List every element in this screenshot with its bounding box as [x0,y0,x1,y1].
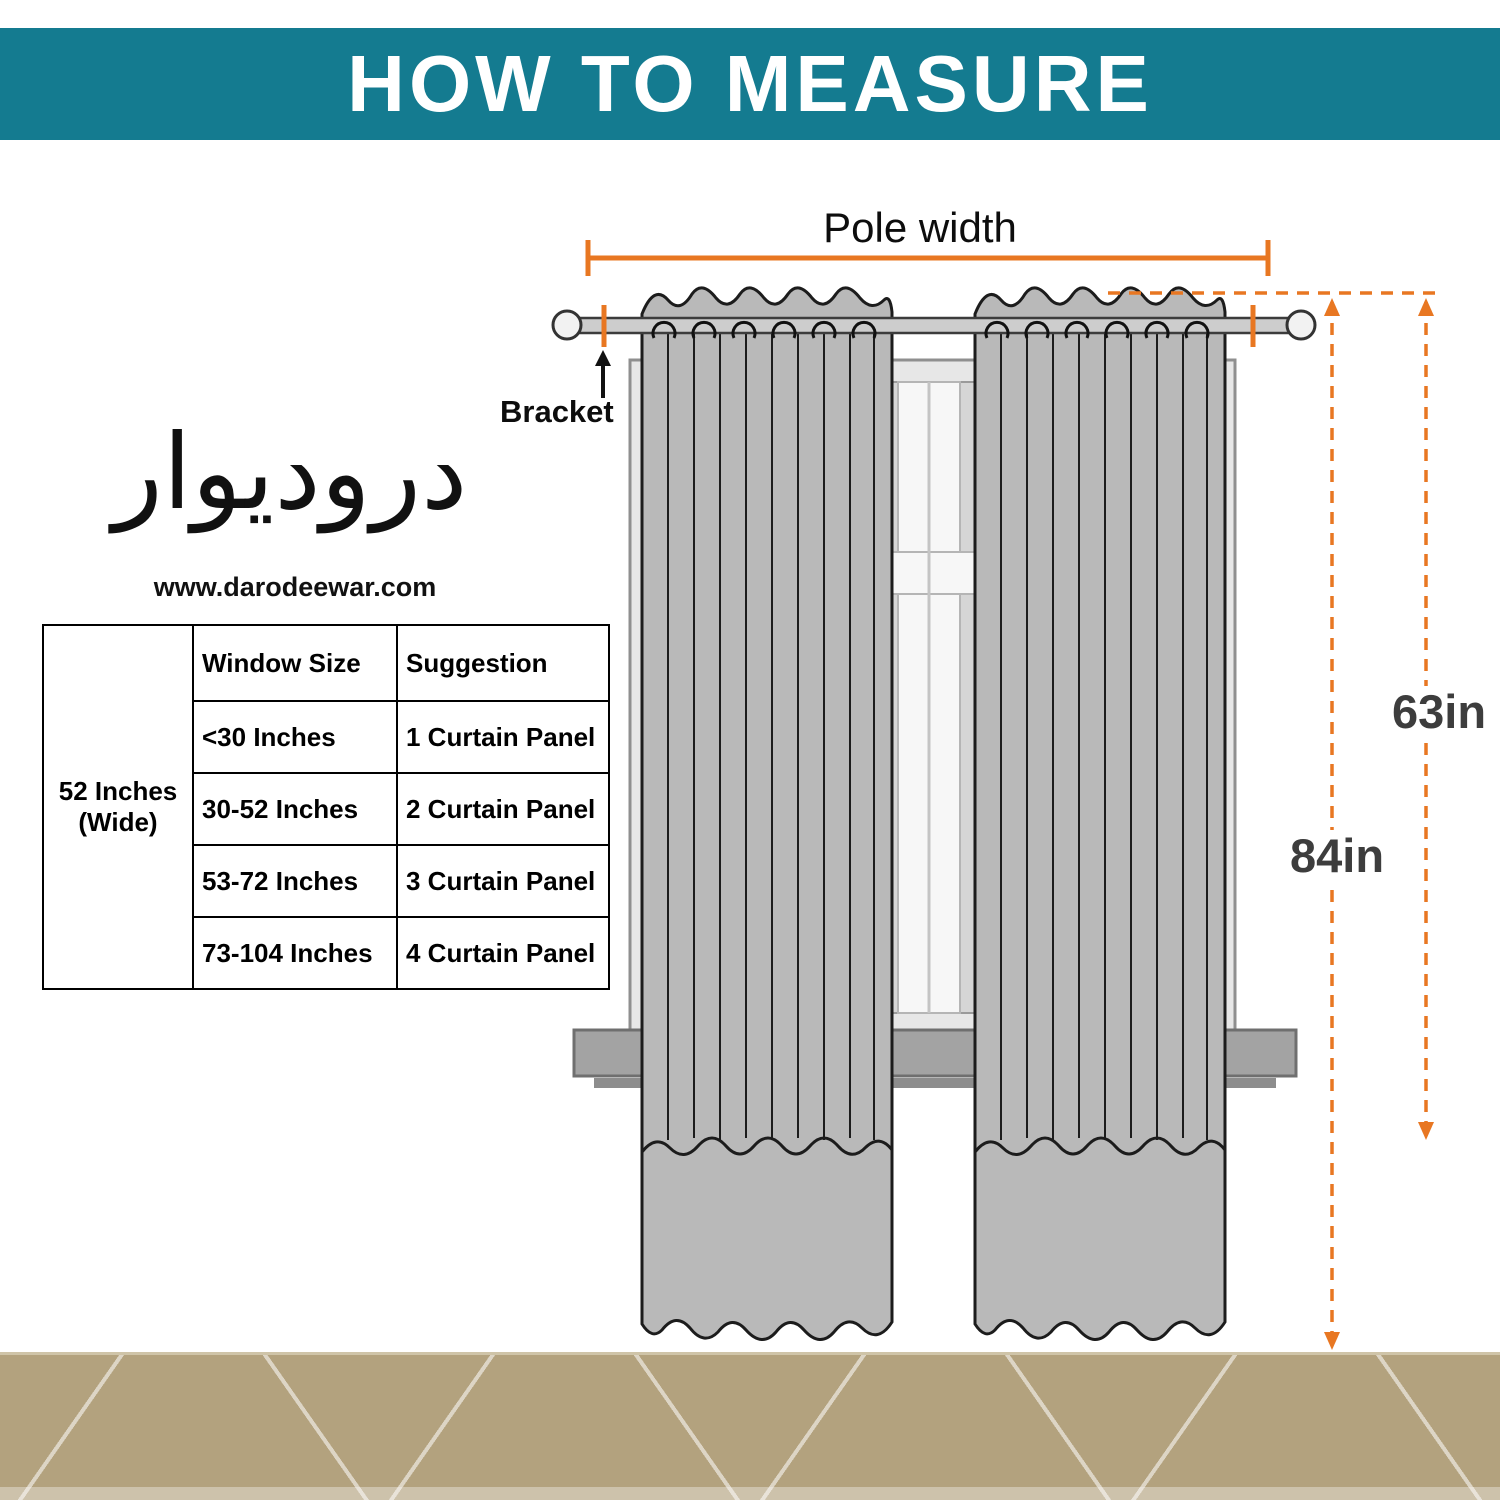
length-63-label: 63in [1388,686,1491,737]
table-row: 73-104 Inches 4 Curtain Panel [43,916,610,990]
table-row: 30-52 Inches 2 Curtain Panel [43,772,610,846]
suggestion-cell: 3 Curtain Panel [396,844,610,918]
suggestion-cell: 4 Curtain Panel [396,916,610,990]
floor-tiles [0,1352,1500,1500]
curtain-mid-wave [640,1136,894,1156]
page-title: HOW TO MEASURE [347,39,1153,128]
bracket-label: Bracket [500,394,614,429]
rod-finial-left [551,309,583,341]
table-row: 53-72 Inches 3 Curtain Panel [43,844,610,918]
window-size-cell: 73-104 Inches [192,916,398,990]
window-size-cell: <30 Inches [192,700,398,774]
table-header-window-size: Window Size [192,624,398,702]
table-header-suggestion: Suggestion [396,624,610,702]
table-side-label: 52 Inches (Wide) [42,624,194,990]
curtain-panel-right [973,286,1227,1342]
table-header-row: 52 Inches (Wide) Window Size Suggestion [42,624,610,990]
pole-width-measure-line [585,240,1271,276]
window-size-cell: 30-52 Inches [192,772,398,846]
bracket-arrow [595,350,611,398]
measure-arrowheads [1324,298,1434,1350]
suggestion-cell: 1 Curtain Panel [396,700,610,774]
header-banner: HOW TO MEASURE [0,28,1500,140]
panel-suggestion-table: 52 Inches (Wide) Window Size Suggestion … [42,624,610,990]
pole-width-label: Pole width [823,204,1017,251]
curtain-fold-lines [667,330,875,1140]
window-size-cell: 53-72 Inches [192,844,398,918]
curtain-panel [640,286,894,1341]
curtain-hooks [651,320,877,339]
rod-finial-right [1285,309,1317,341]
table-row: <30 Inches 1 Curtain Panel [43,700,610,774]
suggestion-cell: 2 Curtain Panel [396,772,610,846]
length-84-label: 84in [1286,830,1389,881]
floor-edge-strip [0,1487,1500,1500]
brand-website-url: www.darodeewar.com [153,572,437,602]
brand-calligraphy-logo: درودیوار [112,411,468,533]
